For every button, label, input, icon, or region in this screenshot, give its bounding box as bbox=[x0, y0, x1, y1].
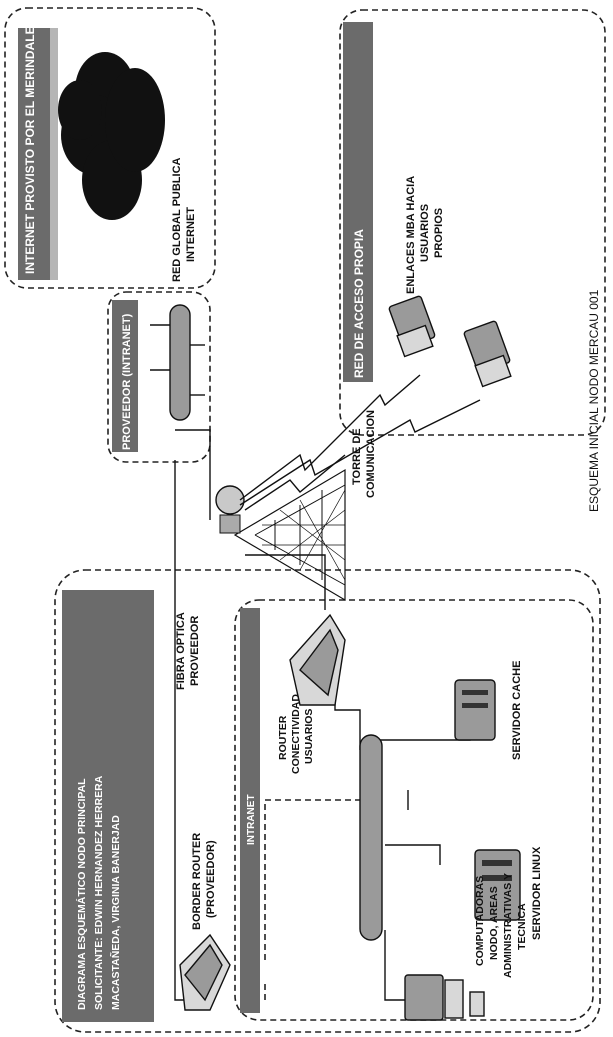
wireless-link-1 bbox=[239, 374, 421, 501]
provider-to-tower-line bbox=[175, 429, 211, 520]
cache-server bbox=[454, 679, 496, 741]
diagram-caption: ESQUEMA INICIAL NODO MERCAU 001 bbox=[587, 289, 601, 512]
access-box-header bbox=[343, 22, 373, 382]
cloud-label-1: RED GLOBAL PUBLICA bbox=[171, 157, 183, 282]
router-connectivity bbox=[289, 613, 346, 706]
linux-server bbox=[474, 849, 521, 921]
title-banner bbox=[62, 590, 154, 1022]
border-router-dashed-line bbox=[264, 799, 360, 1000]
internet-cloud bbox=[58, 52, 165, 220]
access-box-header-text: RED DE ACCESO PROPIA bbox=[352, 229, 366, 378]
border-router-label-1: BORDER ROUTER bbox=[191, 833, 203, 930]
border-router-label-2: (PROVEEDOR) bbox=[205, 840, 217, 918]
border-router bbox=[179, 933, 231, 1011]
internet-box bbox=[4, 7, 216, 289]
provider-box-header bbox=[112, 300, 138, 452]
computers-node bbox=[404, 974, 485, 1021]
user-station-2 bbox=[463, 320, 512, 388]
tower-label-1: TORRE DE bbox=[351, 428, 363, 485]
bus-to-linux-line bbox=[385, 844, 441, 865]
provider-box-header-text: PROVEEDOR (INTRANET) bbox=[121, 313, 133, 450]
server-cache-label: SERVIDOR CACHE bbox=[511, 661, 523, 760]
tower-label-2: COMUNICACION bbox=[365, 410, 377, 498]
router-label-3: USUARIOS bbox=[303, 709, 315, 764]
user-station-1 bbox=[388, 295, 436, 358]
router-label-2: CONECTIVIDAD bbox=[290, 694, 302, 774]
access-label-3: PROPIOS bbox=[433, 208, 445, 258]
internet-box-header-text: INTERNET PROVISTO POR EL MERINDALES bbox=[23, 18, 37, 274]
title-line-1: DIAGRAMA ESQUEMÁTICO NODO PRINCIPAL bbox=[75, 778, 88, 1010]
computers-label-4: TECNICA bbox=[516, 903, 528, 950]
provider-bus bbox=[150, 304, 205, 421]
fiber-label-1: FIBRA OPTICA bbox=[175, 612, 187, 690]
main-node-box bbox=[54, 569, 601, 1033]
intranet-header bbox=[240, 608, 260, 1013]
intranet-bus bbox=[359, 734, 383, 941]
computers-label-2: NODO, AREAS bbox=[488, 886, 500, 960]
intranet-box bbox=[234, 599, 594, 1021]
provider-box bbox=[107, 291, 211, 463]
access-label-1: ENLACES MBA HACIA bbox=[405, 176, 417, 294]
server-linux-label: SERVIDOR LINUX bbox=[531, 846, 543, 940]
cloud-label-2: INTERNET bbox=[185, 207, 197, 262]
tower-to-router-line bbox=[245, 554, 326, 610]
router-label-1: ROUTER bbox=[277, 715, 289, 760]
wireless-link-2 bbox=[239, 399, 481, 506]
intranet-label: INTRANET bbox=[246, 794, 257, 845]
title-line-3: MACASTAÑEDA, VIRGINIA BANERJAD bbox=[109, 815, 122, 1010]
fiber-label-2: PROVEEDOR bbox=[189, 616, 201, 686]
bus-to-computers-line bbox=[384, 930, 405, 1001]
title-line-2: SOLICITANTE: EDWIN HERNANDEZ HERRERA bbox=[93, 775, 105, 1010]
access-box bbox=[339, 9, 606, 436]
computers-label-3: ADMINISTRATIVAS Y bbox=[502, 873, 514, 978]
router-to-bus-line bbox=[334, 700, 361, 750]
internet-box-header bbox=[18, 28, 50, 280]
access-label-2: USUARIOS bbox=[419, 204, 431, 262]
computers-label-1: COMPUTADORAS bbox=[474, 876, 486, 966]
communication-tower bbox=[215, 468, 346, 602]
